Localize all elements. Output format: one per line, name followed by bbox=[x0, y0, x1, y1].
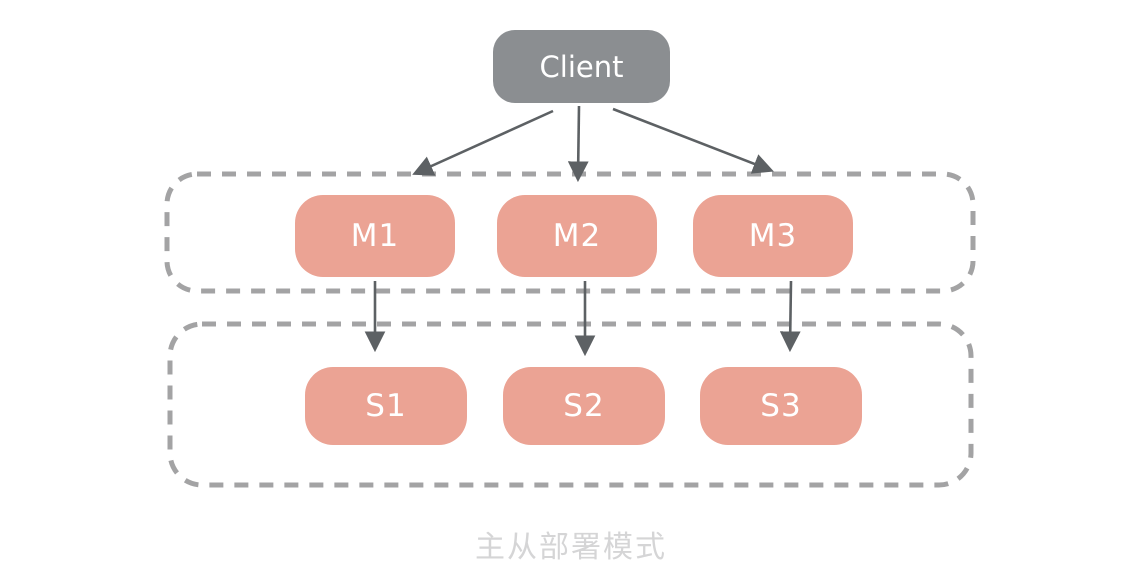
client-node-label: Client bbox=[539, 49, 624, 84]
slave-node-s1: S1 bbox=[305, 367, 467, 445]
slave-node-s2-label: S2 bbox=[563, 388, 605, 424]
slaves-group-border bbox=[167, 321, 974, 488]
master-node-m3-label: M3 bbox=[748, 218, 798, 254]
master-node-m1-label: M1 bbox=[350, 218, 400, 254]
master-node-m1: M1 bbox=[295, 195, 455, 277]
master-node-m3: M3 bbox=[693, 195, 853, 277]
slave-node-s3: S3 bbox=[700, 367, 862, 445]
arrow-client-to-m3 bbox=[612, 107, 774, 174]
arrow-client-to-m2 bbox=[567, 105, 589, 183]
master-node-m2-label: M2 bbox=[552, 218, 602, 254]
slave-node-s3-label: S3 bbox=[760, 388, 802, 424]
client-node: Client bbox=[493, 30, 670, 103]
master-node-m2: M2 bbox=[497, 195, 657, 277]
diagram-caption: 主从部署模式 bbox=[475, 530, 667, 565]
arrow-m3-to-s3 bbox=[779, 280, 801, 353]
slave-node-s1-label: S1 bbox=[365, 388, 407, 424]
arrow-client-to-m1 bbox=[412, 109, 554, 176]
slave-node-s2: S2 bbox=[503, 367, 665, 445]
